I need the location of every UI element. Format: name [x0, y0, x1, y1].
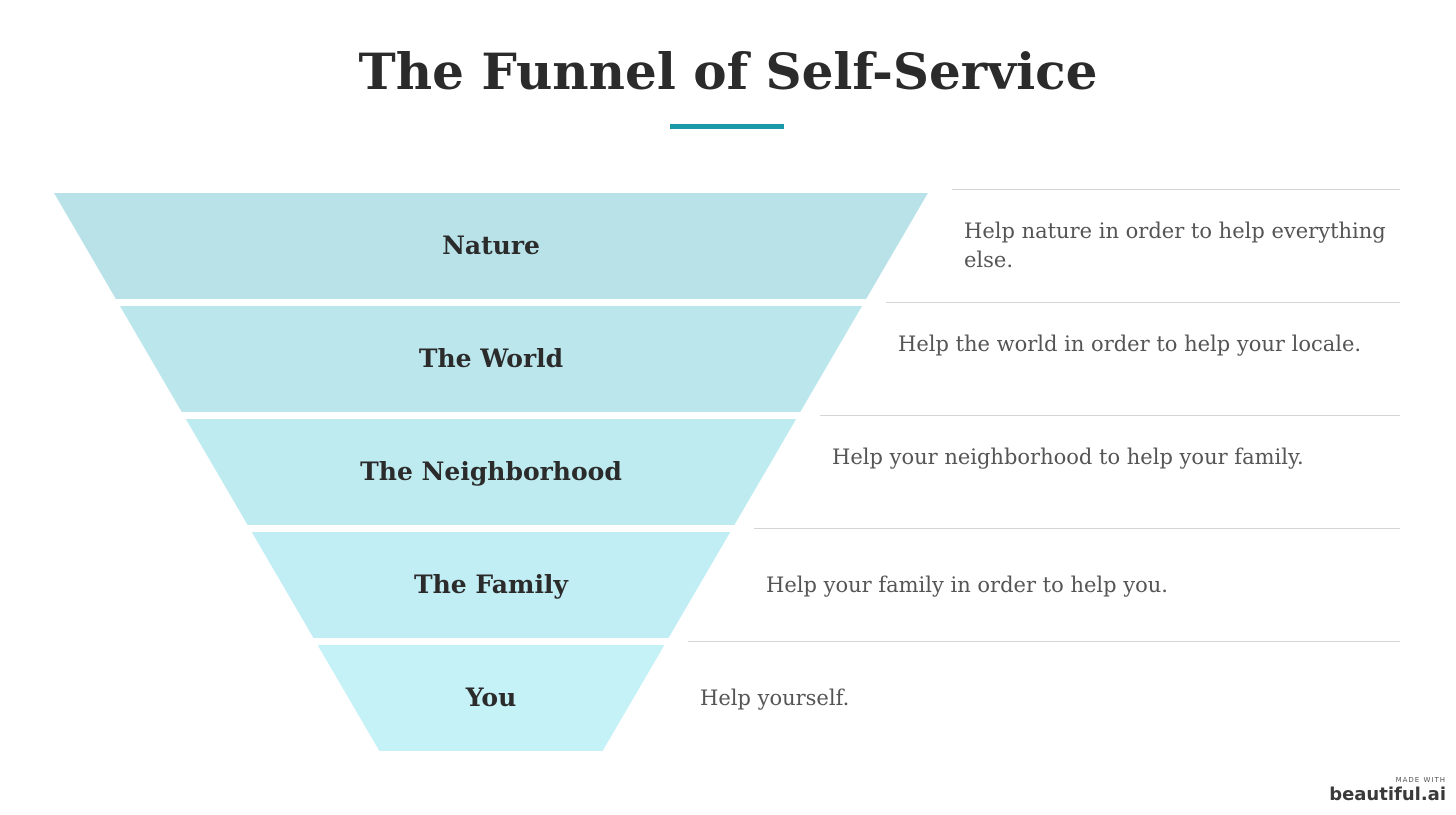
tier-label-the-neighborhood: The Neighborhood: [360, 457, 622, 486]
tier-description-the-neighborhood: Help your neighborhood to help your fami…: [832, 445, 1304, 469]
brand-watermark: MADE WITH beautiful.ai: [1329, 776, 1446, 805]
funnel-tier-the-family: [251, 532, 731, 638]
tier-description-the-world: Help the world in order to help your loc…: [898, 332, 1362, 356]
tier-description-you: Help yourself.: [700, 686, 850, 710]
brand-logo-text: beautiful.ai: [1329, 784, 1446, 805]
tier-label-the-family: The Family: [414, 570, 568, 599]
tier-divider: [688, 641, 1400, 642]
funnel-tier-the-neighborhood: [185, 419, 797, 525]
tier-label-nature: Nature: [442, 231, 540, 260]
brand-made-with: MADE WITH: [1395, 776, 1446, 784]
tier-description-the-family: Help your family in order to help you.: [766, 573, 1168, 597]
tier-divider: [754, 528, 1400, 529]
funnel-tier-you: [317, 645, 665, 751]
funnel-tier-the-world: [119, 306, 863, 412]
title-accent-rule: [670, 124, 784, 129]
tier-divider: [886, 302, 1400, 303]
tier-description-nature: Help nature in order to help everything …: [964, 219, 1386, 272]
tier-label-you: You: [465, 683, 517, 712]
tier-label-the-world: The World: [418, 344, 564, 373]
tier-divider: [952, 189, 1400, 190]
funnel-tier-nature: [54, 193, 928, 299]
page-title: The Funnel of Self-Service: [358, 42, 1098, 101]
tier-divider: [820, 415, 1400, 416]
